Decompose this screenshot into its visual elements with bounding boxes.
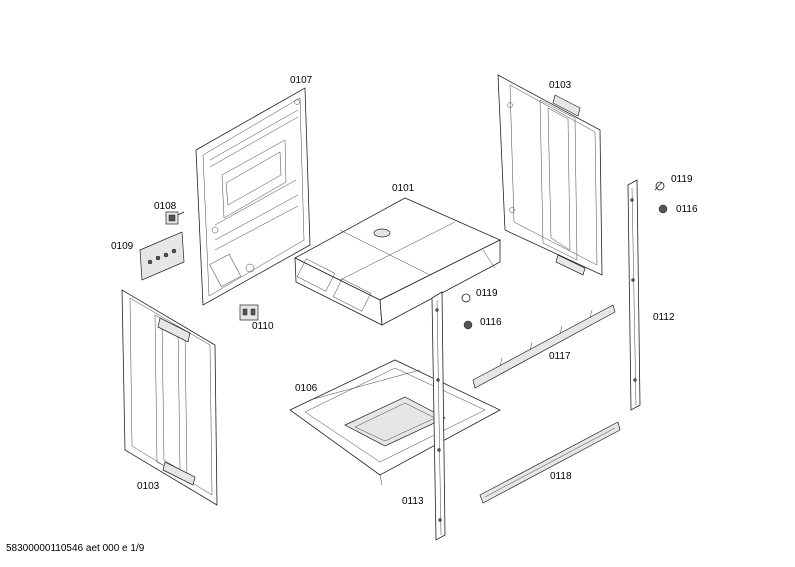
part-0109-switch-block	[139, 231, 185, 281]
label-0109: 0109	[111, 241, 134, 252]
label-0119-lower: 0119	[476, 288, 498, 299]
document-footer: 58300000110546 aet 000 e 1/9	[6, 543, 145, 554]
part-0119-knob-lower	[461, 293, 471, 303]
part-0116-knob-lower	[463, 320, 473, 330]
part-0107-rear-panel	[195, 87, 311, 306]
label-0107: 0107	[290, 75, 313, 86]
label-0119-upper: 0119	[671, 174, 693, 185]
label-0110: 0110	[252, 321, 274, 332]
label-0103-bottom: 0103	[137, 481, 160, 492]
part-0106-tray	[289, 359, 501, 486]
part-0116-knob-upper	[658, 204, 668, 214]
label-0117: 0117	[549, 351, 571, 362]
part-0103-side-panel-right	[497, 74, 603, 276]
part-0101-housing	[294, 197, 501, 326]
label-0106: 0106	[295, 383, 318, 394]
label-0116-upper: 0116	[676, 204, 698, 215]
part-0117-rail	[472, 304, 616, 389]
label-0108: 0108	[154, 201, 177, 212]
part-0112-rail	[627, 179, 641, 411]
part-0110-clip	[239, 304, 259, 321]
label-0118: 0118	[550, 471, 572, 482]
part-0113-rail	[431, 291, 446, 541]
label-0116-lower: 0116	[480, 317, 502, 328]
part-0108-connector	[165, 211, 185, 225]
part-0118-rail	[479, 421, 621, 504]
label-0103-top: 0103	[549, 80, 572, 91]
label-0101: 0101	[392, 183, 415, 194]
part-0119-knob-upper	[654, 181, 665, 191]
part-0103-side-panel-left	[121, 289, 218, 506]
label-0112: 0112	[653, 312, 675, 323]
label-0113: 0113	[402, 496, 424, 507]
